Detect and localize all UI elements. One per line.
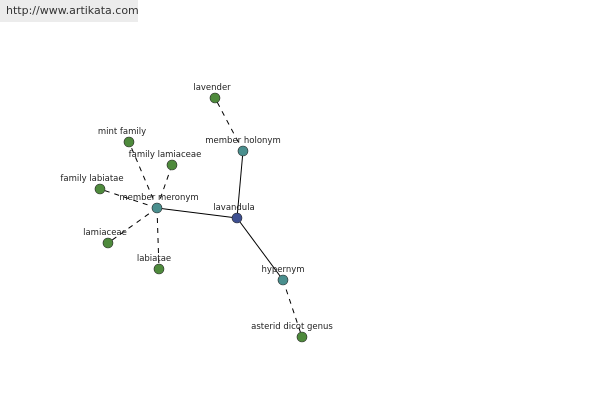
edge-member-meronym-to-family-labiatae <box>99 188 158 209</box>
node-lamiaceae[interactable]: lamiaceae <box>83 228 127 249</box>
node-label-member-meronym[interactable]: member meronym <box>119 193 198 203</box>
node-dot-asterid-dicot-genus[interactable] <box>296 331 308 343</box>
node-mint-family[interactable]: mint family <box>98 127 146 148</box>
edge-member-meronym-to-labiatae <box>156 207 160 270</box>
node-hypernym[interactable]: hypernym <box>261 265 305 286</box>
node-dot-member-holonym[interactable] <box>237 145 249 157</box>
node-label-family-lamiaceae[interactable]: family lamiaceae <box>129 150 202 160</box>
node-family-labiatae[interactable]: family labiatae <box>60 174 124 195</box>
node-label-lavender[interactable]: lavender <box>193 83 231 93</box>
node-family-lamiaceae[interactable]: family lamiaceae <box>129 150 202 171</box>
node-labiatae[interactable]: labiatae <box>137 254 171 275</box>
nodes-layer: lavandula member holonym member meronym hyp… <box>60 83 333 343</box>
node-dot-hypernym[interactable] <box>277 274 289 286</box>
node-asterid-dicot-genus[interactable]: asterid dicot genus <box>251 322 333 343</box>
node-label-labiatae[interactable]: labiatae <box>137 254 171 264</box>
node-dot-labiatae[interactable] <box>153 263 165 275</box>
edge-lavandula-to-member-holonym <box>236 150 244 219</box>
site-url[interactable]: http://www.artikata.com <box>6 4 139 17</box>
edge-member-meronym-to-mint-family <box>128 141 158 209</box>
node-dot-family-labiatae[interactable] <box>94 183 106 195</box>
edge-hypernym-to-asterid-dicot-genus <box>282 279 303 338</box>
edges-layer <box>99 97 303 338</box>
node-dot-lavender[interactable] <box>209 92 221 104</box>
node-label-family-labiatae[interactable]: family labiatae <box>60 174 123 184</box>
edge-member-meronym-to-family-lamiaceae <box>156 164 173 209</box>
node-label-mint-family[interactable]: mint family <box>98 127 146 137</box>
node-member-holonym[interactable]: member holonym <box>205 136 281 157</box>
node-dot-member-meronym[interactable] <box>151 202 163 214</box>
edge-lavandula-to-hypernym <box>236 217 284 281</box>
node-dot-mint-family[interactable] <box>123 136 135 148</box>
node-member-meronym[interactable]: member meronym <box>119 193 199 214</box>
node-lavandula[interactable]: lavandula <box>213 203 255 224</box>
edge-lavandula-to-member-meronym <box>156 207 238 219</box>
node-label-hypernym[interactable]: hypernym <box>261 265 304 275</box>
node-dot-lavandula[interactable] <box>231 212 243 224</box>
node-label-lavandula[interactable]: lavandula <box>213 203 255 213</box>
url-banner: http://www.artikata.com <box>0 0 139 22</box>
node-label-asterid-dicot-genus[interactable]: asterid dicot genus <box>251 322 333 332</box>
node-label-lamiaceae[interactable]: lamiaceae <box>83 228 127 238</box>
edge-member-meronym-to-lamiaceae <box>107 207 158 244</box>
node-dot-family-lamiaceae[interactable] <box>166 159 178 171</box>
node-label-member-holonym[interactable]: member holonym <box>205 136 280 146</box>
node-lavender[interactable]: lavender <box>193 83 231 104</box>
node-dot-lamiaceae[interactable] <box>102 237 114 249</box>
